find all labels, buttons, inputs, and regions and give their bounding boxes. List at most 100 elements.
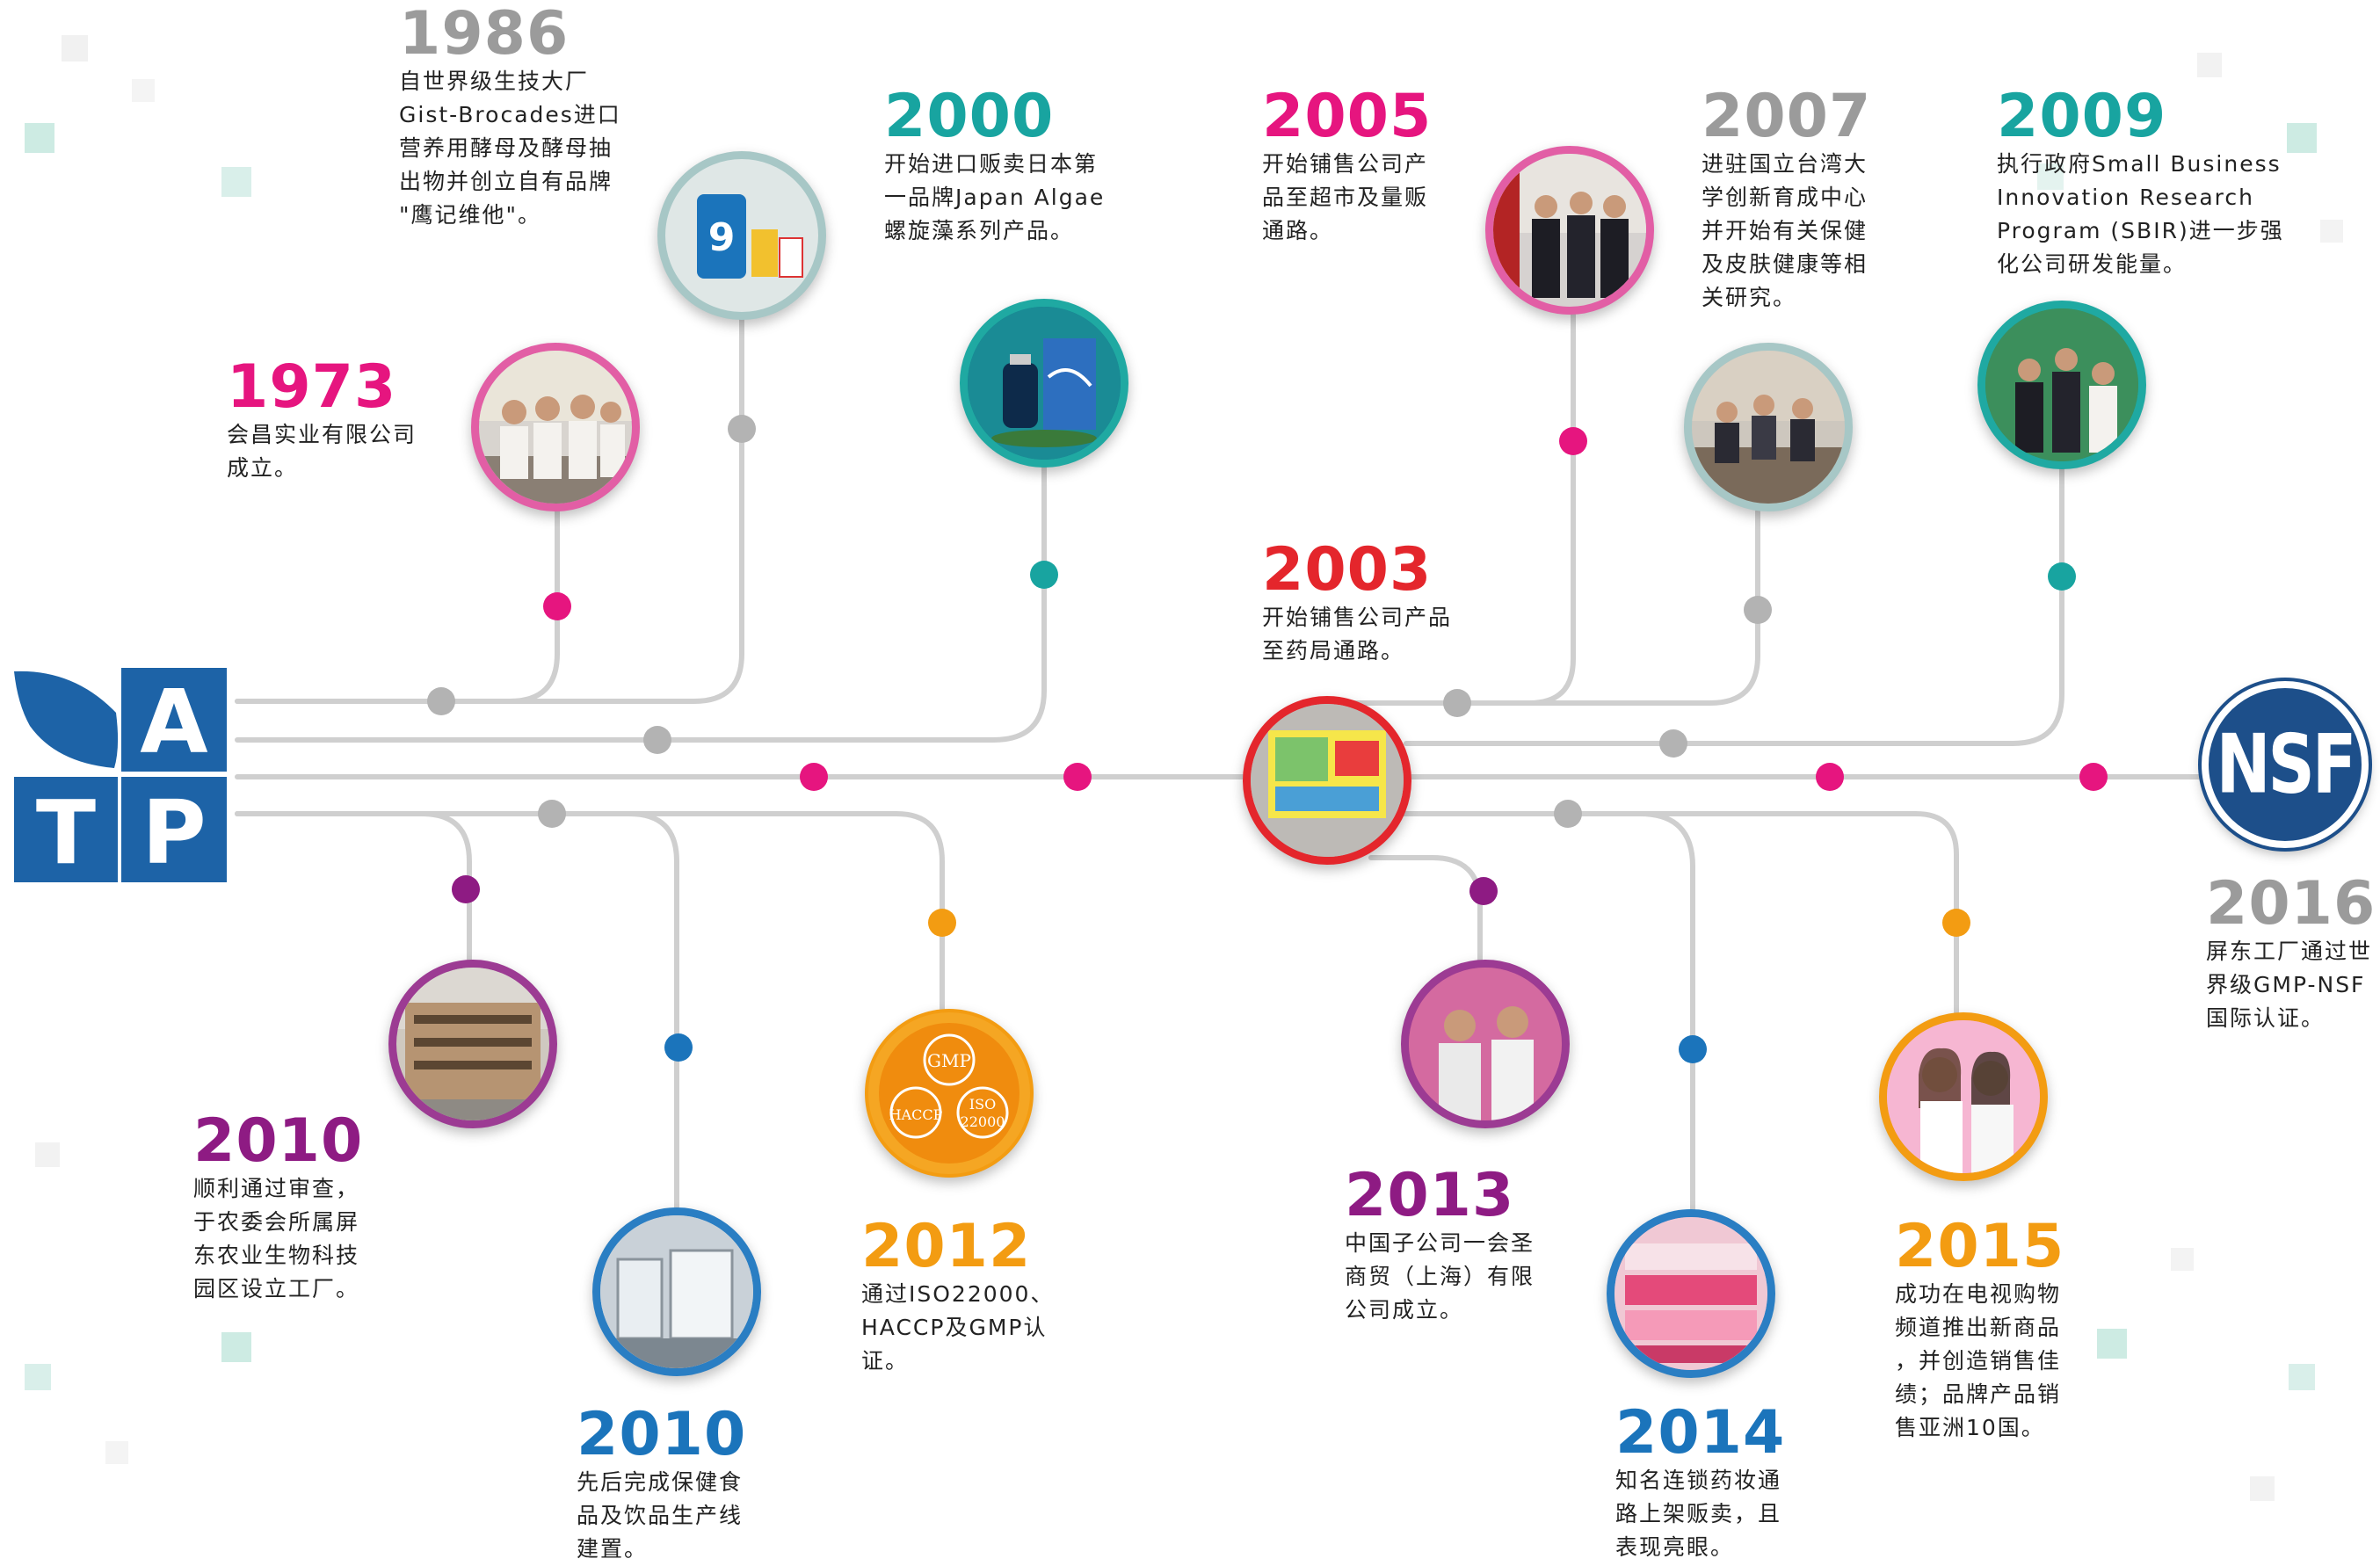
svg-text:9: 9 <box>708 215 736 260</box>
node-junction-1 <box>427 687 455 715</box>
event-year: 2003 <box>1262 535 1433 605</box>
branch-2015 <box>1404 811 1959 1015</box>
event-2010-factory: 2010 顺利通过审查， 于农委会所属屏 东农业生物科技 园区设立工厂。 <box>193 1111 363 1306</box>
logo-letter-p: P <box>141 781 206 884</box>
node-2012 <box>928 909 956 937</box>
background-tile <box>2320 220 2343 243</box>
nsf-badge-text: NSF <box>2216 717 2357 812</box>
node-2009 <box>2048 562 2076 591</box>
logo-block-p <box>121 777 227 882</box>
event-year: 2009 <box>1997 82 2167 151</box>
photo-2010-factory-building <box>388 960 557 1128</box>
photo-2013-company <box>1401 960 1570 1128</box>
background-tile <box>221 167 251 197</box>
event-year: 2005 <box>1262 82 1433 151</box>
event-2016: 2016 屏东工厂通过世 界级GMP-NSF 国际认证。 <box>2206 874 2376 1035</box>
node-main-1 <box>800 763 828 791</box>
branch-2000 <box>235 465 1047 743</box>
background-tile <box>25 123 54 153</box>
branch-1973 <box>235 509 560 704</box>
photo-1986-products: 9 <box>657 151 826 320</box>
node-junction-3 <box>538 800 566 828</box>
event-2012: 2012 通过ISO22000、 HACCP及GMP认 证。 <box>861 1216 1054 1378</box>
node-main-2 <box>1063 763 1092 791</box>
logo-block-a <box>121 668 227 772</box>
background-tile <box>35 1142 60 1167</box>
event-description: 开始铺售公司产品 至药局通路。 <box>1262 605 1453 663</box>
nsf-badge: NSF ® <box>2202 681 2369 848</box>
seal-label-iso: ISO <box>969 1096 996 1113</box>
event-description: 顺利通过审查， 于农委会所属屏 东农业生物科技 园区设立工厂。 <box>193 1176 360 1301</box>
seal-2012-certifications: GMP HACCP ISO 22000 <box>865 1009 1034 1178</box>
event-2010-production: 2010 先后完成保健食 品及饮品生产线 建置。 <box>577 1404 746 1566</box>
event-year: 1986 <box>399 0 570 69</box>
background-tile <box>132 79 155 102</box>
branch-2012 <box>235 811 945 1011</box>
event-2013: 2013 中国子公司一会圣 商贸（上海）有限 公司成立。 <box>1345 1165 1535 1327</box>
event-2009: 2009 执行政府Small Business Innovation Resea… <box>1997 86 2284 281</box>
branch-2013 <box>1368 855 1483 962</box>
photo-2000-spirulina <box>960 299 1128 468</box>
atp-logo: A T P <box>12 664 230 886</box>
photo-2005-businessmen <box>1485 146 1654 315</box>
background-tile <box>2250 1476 2275 1501</box>
event-year: 2010 <box>577 1400 747 1469</box>
event-2015: 2015 成功在电视购物 频道推出新商品 ，并创造销售佳 绩；品牌产品销 售亚洲… <box>1895 1216 2064 1445</box>
logo-letter-a: A <box>140 671 207 773</box>
photo-2003-pharmacy <box>1243 696 1411 865</box>
background-tile <box>2037 163 2064 190</box>
node-main-3 <box>1816 763 1844 791</box>
node-junction-5 <box>1659 729 1687 758</box>
event-description: 开始铺售公司产 品至超市及量贩 通路。 <box>1262 151 1429 243</box>
node-2013 <box>1469 877 1498 905</box>
background-tile <box>105 1441 128 1464</box>
node-main-4 <box>2079 763 2108 791</box>
node-junction-6 <box>1554 800 1582 828</box>
node-2010-production <box>664 1033 693 1062</box>
event-description: 自世界级生技大厂 Gist-Brocades进口 营养用酵母及酵母抽 出物并创立… <box>399 69 621 228</box>
event-year: 2010 <box>193 1106 364 1176</box>
event-description: 中国子公司一会圣 商贸（上海）有限 公司成立。 <box>1345 1230 1535 1323</box>
event-2005: 2005 开始铺售公司产 品至超市及量贩 通路。 <box>1262 86 1432 248</box>
event-2014: 2014 知名连锁药妆通 路上架贩卖，且 表现亮眼。 <box>1615 1403 1785 1564</box>
event-year: 2007 <box>1702 82 1872 151</box>
background-tile <box>2287 123 2317 153</box>
event-description: 进驻国立台湾大 学创新育成中心 并开始有关保健 及皮肤健康等相 关研究。 <box>1702 151 1868 310</box>
background-tile <box>221 1332 251 1362</box>
node-2005 <box>1559 427 1587 455</box>
photo-2010-production-line <box>592 1207 761 1376</box>
background-tile <box>25 1364 51 1390</box>
branch-1986 <box>235 317 744 704</box>
logo-letter-t: T <box>36 781 96 884</box>
event-year: 1973 <box>227 352 397 422</box>
node-2000 <box>1030 561 1058 589</box>
node-junction-2 <box>643 726 671 754</box>
background-tile <box>2171 1248 2194 1271</box>
event-year: 2016 <box>2206 869 2376 939</box>
seal-label-22000: 22000 <box>961 1113 1005 1130</box>
logo-leaf-icon <box>14 671 119 768</box>
event-1973: 1973 会昌实业有限公司 成立。 <box>227 357 417 485</box>
event-description: 先后完成保健食 品及饮品生产线 建置。 <box>577 1469 744 1562</box>
event-year: 2013 <box>1345 1161 1515 1230</box>
photo-2015-tv-shopping <box>1879 1012 2048 1181</box>
branch-2009 <box>1404 467 2064 746</box>
node-junction-4 <box>1443 689 1471 717</box>
node-1973 <box>543 592 571 620</box>
background-tile <box>2197 53 2222 77</box>
photo-2014-drugstore-shelf <box>1607 1209 1775 1378</box>
photo-1973-staff <box>471 343 640 511</box>
event-description: 执行政府Small Business Innovation Research P… <box>1997 151 2284 277</box>
node-2014 <box>1679 1035 1707 1063</box>
event-year: 2000 <box>884 82 1055 151</box>
event-2003: 2003 开始铺售公司产品 至药局通路。 <box>1262 540 1452 668</box>
logo-block-t <box>14 777 118 882</box>
event-description: 屏东工厂通过世 界级GMP-NSF 国际认证。 <box>2206 939 2373 1031</box>
event-description: 知名连锁药妆通 路上架贩卖，且 表现亮眼。 <box>1615 1468 1782 1560</box>
node-2010-factory <box>452 875 480 903</box>
node-2007 <box>1744 596 1772 624</box>
event-2000: 2000 开始进口贩卖日本第 一品牌Japan Algae 螺旋藻系列产品。 <box>884 86 1105 248</box>
branch-2007 <box>1324 509 1760 706</box>
photo-2009-researchers <box>1977 301 2146 469</box>
background-tile <box>62 35 88 62</box>
